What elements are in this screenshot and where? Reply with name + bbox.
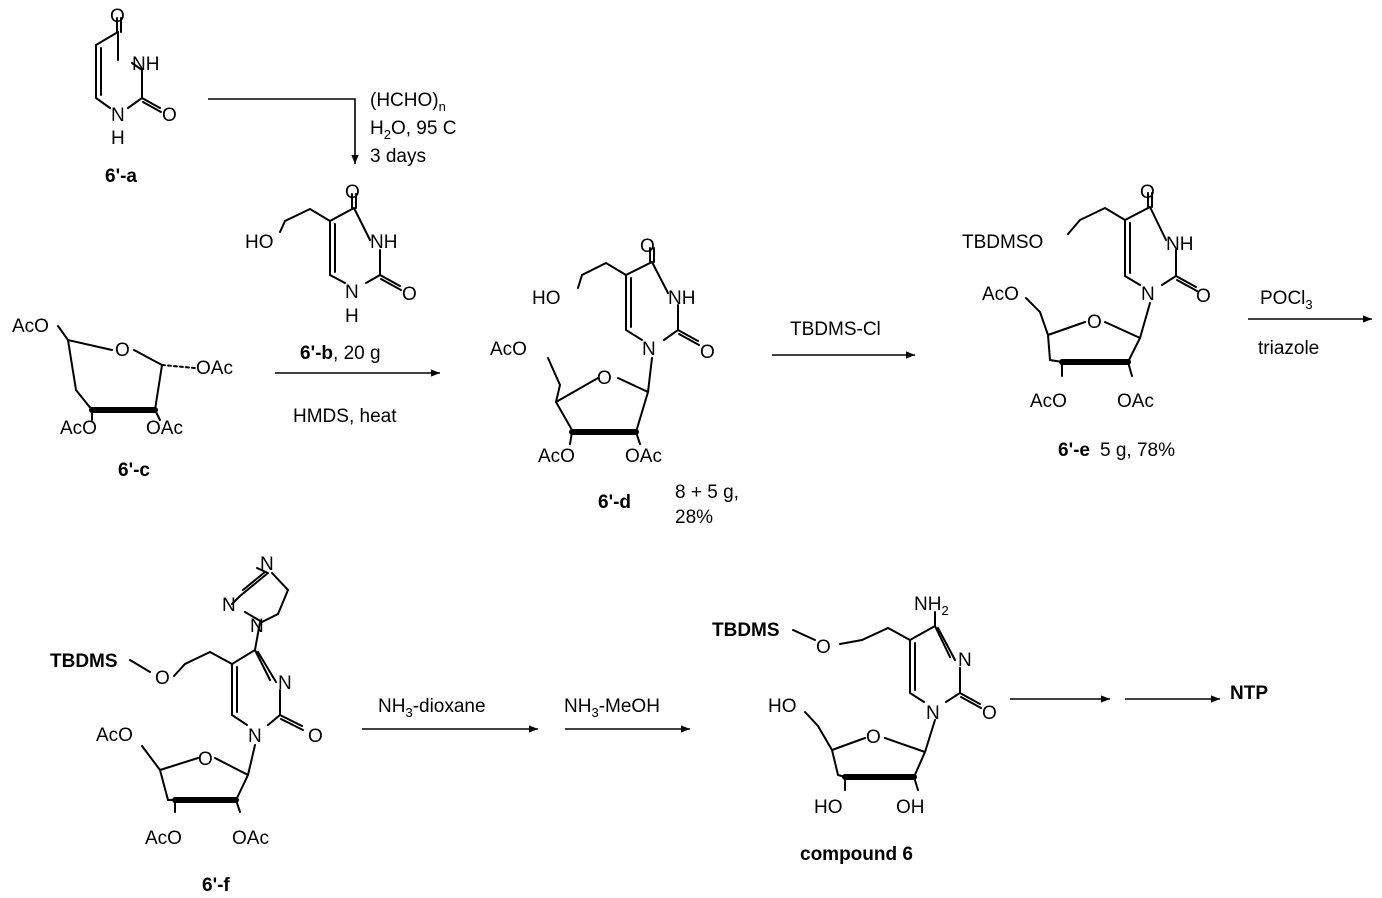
atom-label: O (155, 668, 170, 689)
atom-label: O (115, 340, 130, 361)
condition-step4-top: POCl3 (1260, 288, 1313, 312)
atom-label: O (597, 368, 612, 389)
atom-label: N (248, 726, 262, 747)
atom-label: AcO (60, 418, 97, 439)
condition-step5: NH3-dioxane (378, 696, 486, 720)
atom-label: AcO (490, 339, 527, 360)
atom-label: AcO (145, 828, 182, 849)
atom-label: N (278, 673, 292, 694)
atom-label: O (402, 284, 417, 305)
reaction-arrow-step1 (208, 99, 355, 164)
atom-label: HO (245, 232, 274, 253)
atom-label: HO (814, 797, 843, 818)
atom-label: TBDMS (712, 620, 780, 641)
atom-label: NH (132, 54, 159, 75)
atom-label: NH2 (914, 594, 949, 618)
compound-6e-label: 6'-e5 g, 78% (1058, 440, 1175, 461)
atom-label: NH (370, 232, 397, 253)
atom-label: TBDMS (50, 651, 118, 672)
compound-6-label: compound 6 (800, 844, 913, 865)
atom-label: HO (768, 696, 797, 717)
atom-label: AcO (12, 316, 49, 337)
atom-label: OAc (232, 828, 269, 849)
atom-label: N (926, 703, 940, 724)
atom-label: O (162, 105, 177, 126)
condition-step3: TBDMS-Cl (790, 319, 881, 340)
atom-label: O (345, 182, 360, 203)
atom-label: O (110, 6, 125, 27)
compound-6e-structure: O NH O N TBDMSO AcO O AcO OAc (962, 182, 1211, 412)
atom-label: O (308, 726, 323, 747)
atom-label: OAc (196, 358, 233, 379)
atom-label: OAc (146, 418, 183, 439)
atom-label: OAc (625, 446, 662, 467)
condition-step2: HMDS, heat (293, 406, 397, 427)
compound-6f-label: 6'-f (202, 875, 230, 896)
atom-label: N (222, 595, 236, 616)
compound-6c-label: 6'-c (118, 460, 150, 481)
atom-label: O (640, 236, 655, 257)
atom-label: NH (1166, 234, 1193, 255)
compound-6f-structure: N N N N O N O TBDMS AcO O AcO OAc (50, 554, 323, 849)
condition-step1-line2: H2O, 95 C (370, 118, 456, 142)
atom-label: AcO (982, 284, 1019, 305)
atom-label: O (700, 342, 715, 363)
compound-6d-label: 6'-d (598, 492, 631, 513)
atom-label: OH (896, 797, 925, 818)
atom-label: N (250, 616, 264, 637)
atom-label: O (198, 749, 213, 770)
product-ntp-label: NTP (1230, 683, 1268, 704)
atom-label: O (816, 637, 831, 658)
compound-6b-structure: O NH O N H HO (245, 182, 417, 327)
atom-label: H (111, 128, 125, 149)
compound-6-structure: NH2 N O N O TBDMS HO O HO OH (712, 594, 997, 818)
condition-step4-bottom: triazole (1258, 338, 1319, 359)
atom-label: O (1196, 286, 1211, 307)
atom-label: O (982, 703, 997, 724)
compound-6c-structure: AcO O OAc AcO OAc (12, 316, 233, 439)
atom-label: N (1141, 284, 1155, 305)
compound-6d-yield-2: 28% (675, 507, 713, 528)
compound-6a-structure: O NH O N H (96, 6, 177, 149)
atom-label: AcO (96, 725, 133, 746)
atom-label: HO (532, 288, 561, 309)
atom-label: N (958, 650, 972, 671)
condition-step1-line1: (HCHO)n (370, 90, 446, 114)
condition-step6: NH3-MeOH (564, 696, 660, 720)
atom-label: N (345, 282, 359, 303)
compound-6b-label: 6'-b, 20 g (300, 343, 381, 364)
atom-label: AcO (1030, 391, 1067, 412)
compound-6d-yield-1: 8 + 5 g, (675, 482, 739, 503)
compound-6a-label: 6'-a (105, 166, 137, 187)
atom-label: TBDMSO (962, 232, 1043, 253)
atom-label: N (260, 554, 274, 575)
condition-step1-line3: 3 days (370, 146, 426, 167)
compound-6d-structure: O NH O N HO AcO O AcO OAc (490, 236, 715, 467)
atom-label: N (111, 105, 125, 126)
atom-label: NH (668, 288, 695, 309)
atom-label: O (1087, 312, 1102, 333)
atom-label: AcO (538, 446, 575, 467)
atom-label: O (1140, 182, 1155, 203)
atom-label: OAc (1117, 391, 1154, 412)
atom-label: H (345, 306, 359, 327)
atom-label: O (866, 727, 881, 748)
atom-label: N (642, 339, 656, 360)
